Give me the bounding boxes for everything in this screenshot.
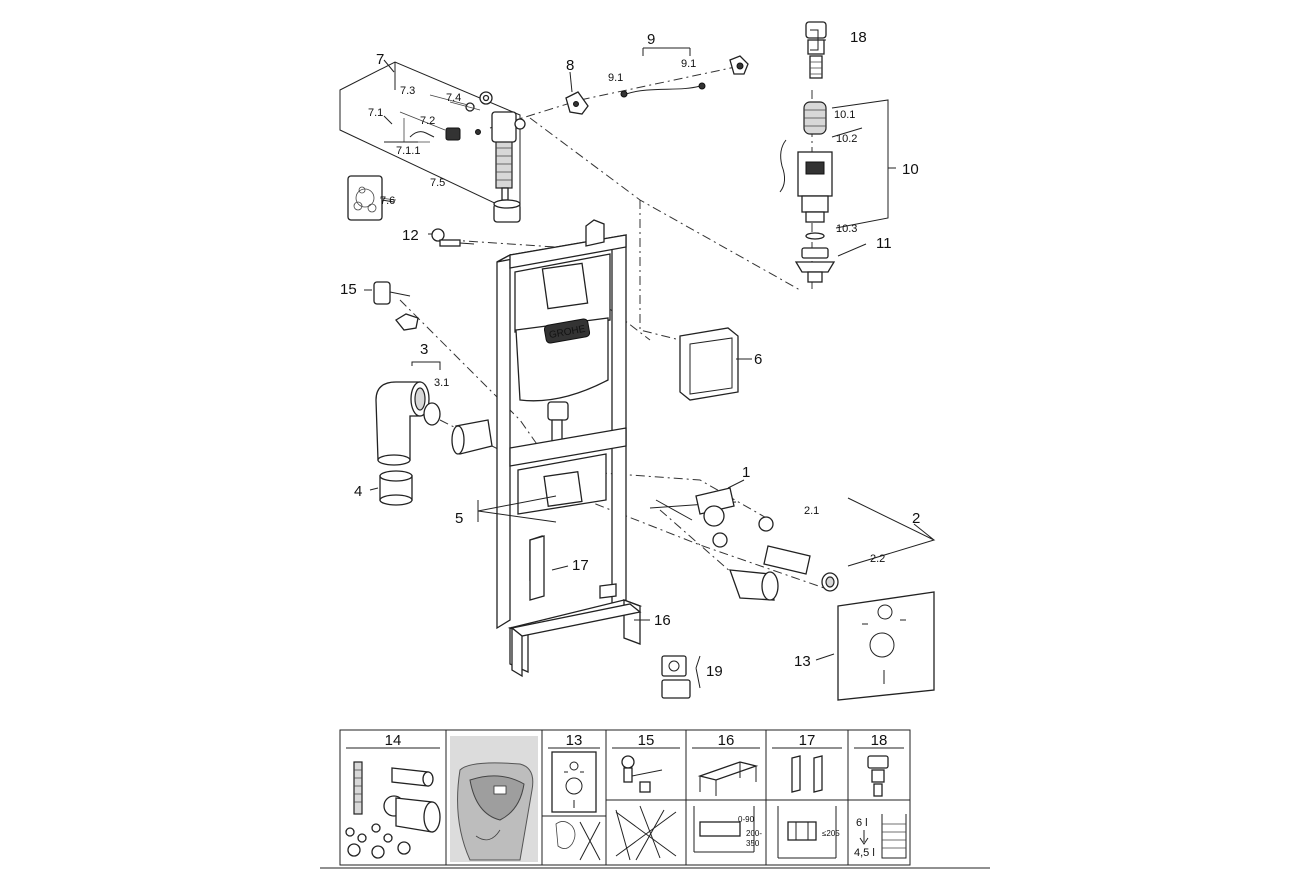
legend-cell-wall-anchors <box>615 755 677 861</box>
callout-17: 17 <box>572 557 589 574</box>
mounting-clips-19 <box>661 655 691 699</box>
legend-cell-pipe-set <box>345 761 441 859</box>
callout-7-1-1: 7.1.1 <box>396 145 420 157</box>
callout-10-1: 10.1 <box>834 109 855 121</box>
dim-200: 200- <box>746 829 762 838</box>
callout-2-1: 2.1 <box>804 505 819 517</box>
legend-header-13: 13 <box>566 732 583 749</box>
callout-9-1-left: 9.1 <box>608 72 623 84</box>
callout-2: 2 <box>912 510 920 527</box>
wall-bracket-17 <box>529 535 545 601</box>
legend-cell-flush-adapter: 6 l 4,5 l <box>854 755 907 859</box>
callout-19: 19 <box>706 663 723 680</box>
callout-9: 9 <box>647 31 655 48</box>
callout-7-6: 7.6 <box>380 195 395 207</box>
callout-7: 7 <box>376 51 384 68</box>
callout-13: 13 <box>794 653 811 670</box>
legend-header-14: 14 <box>385 732 402 749</box>
callout-11: 11 <box>876 235 892 252</box>
callout-7-3: 7.3 <box>400 85 415 97</box>
accessory-legend-table: 14 13 15 16 17 18 <box>320 729 990 869</box>
callout-6: 6 <box>754 351 762 368</box>
connector-set <box>649 487 839 601</box>
fill-valve-assembly <box>339 61 526 223</box>
legend-header-17: 17 <box>799 732 816 749</box>
callout-10-3: 10.3 <box>836 223 857 235</box>
sound-insulation-pad <box>837 591 935 701</box>
wall-anchor-12 <box>431 228 475 247</box>
legend-cell-insulation-pad <box>551 751 601 861</box>
legend-cell-wc-photo <box>450 736 538 862</box>
callout-15: 15 <box>340 281 357 298</box>
connection-hose <box>620 55 749 98</box>
small-parts-bag <box>347 175 397 221</box>
callout-10-2: 10.2 <box>836 133 857 145</box>
legend-cell-floor-bracket: 0-90 200- 350 <box>693 761 762 853</box>
callout-7-5: 7.5 <box>430 177 445 189</box>
callout-4: 4 <box>354 483 362 500</box>
callout-10: 10 <box>902 161 919 178</box>
angle-valve-bracket <box>565 91 589 115</box>
callout-7-1: 7.1 <box>368 107 383 119</box>
callout-16: 16 <box>654 612 671 629</box>
legend-header-16: 16 <box>718 732 735 749</box>
callout-8: 8 <box>566 57 574 74</box>
callout-9-1-right: 9.1 <box>681 58 696 70</box>
callout-12: 12 <box>402 227 419 244</box>
leader-lines <box>364 29 936 689</box>
dim-0-90: 0-90 <box>738 815 755 824</box>
callout-18: 18 <box>850 29 867 46</box>
callout-3: 3 <box>420 341 428 358</box>
callout-3-1: 3.1 <box>434 377 449 389</box>
callout-1: 1 <box>742 464 750 481</box>
drain-bend <box>375 381 493 506</box>
callout-5: 5 <box>455 510 463 527</box>
callout-7-2: 7.2 <box>420 115 435 127</box>
callout-7-4: 7.4 <box>446 92 461 104</box>
flush-valve-assembly <box>779 21 836 283</box>
legend-header-15: 15 <box>638 732 655 749</box>
floor-bracket-16 <box>510 603 642 678</box>
callout-labels: 1 2 2.1 2.2 3 3.1 4 5 6 7 7.1 7.1.1 7.2 … <box>340 29 920 680</box>
legend-cell-wall-brackets: ≤205 <box>777 755 840 859</box>
volume-4-5l: 4,5 l <box>854 847 875 859</box>
dim-le205: ≤205 <box>822 829 840 838</box>
dim-350: 350 <box>746 839 760 848</box>
installation-frame: GROHE <box>496 219 643 674</box>
inspection-box <box>679 327 739 401</box>
legend-header-18: 18 <box>871 732 888 749</box>
wall-anchor-15 <box>373 281 419 331</box>
volume-6l: 6 l <box>856 817 868 829</box>
callout-2-2: 2.2 <box>870 553 885 565</box>
